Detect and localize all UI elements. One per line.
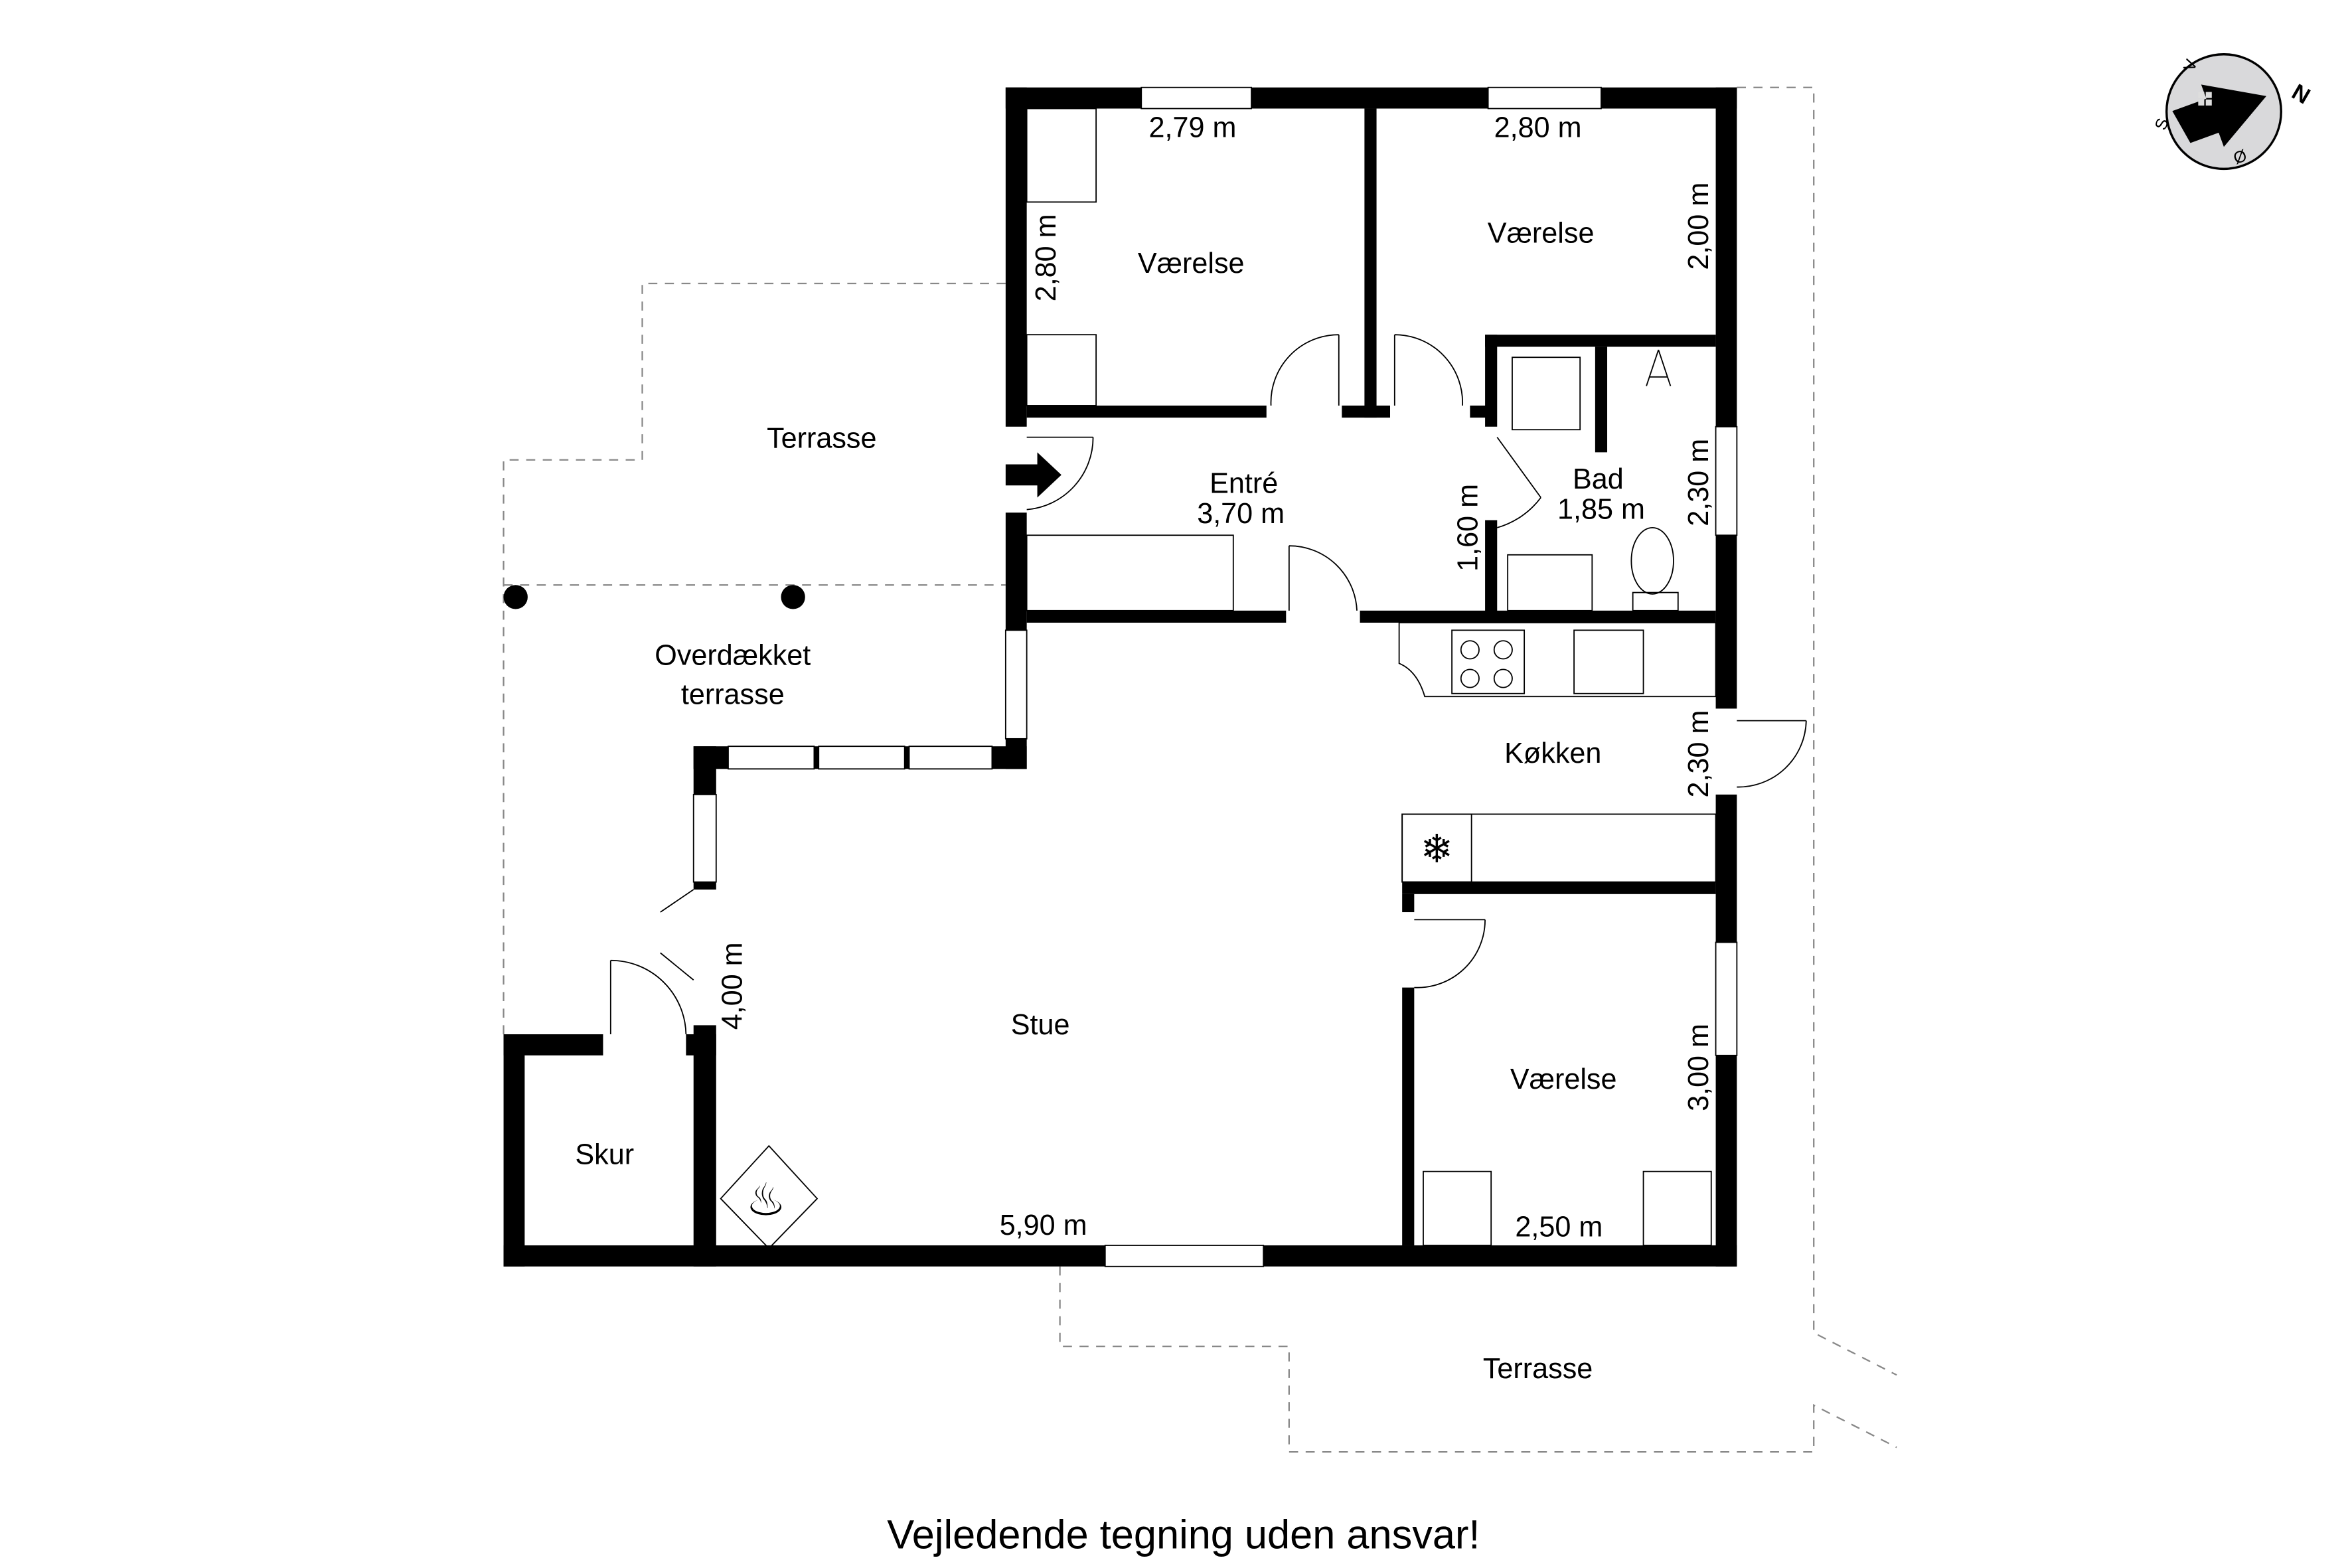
room-label-kitchen: Køkken xyxy=(1504,738,1601,769)
dim-bedroom2-width: 2,80 m xyxy=(1494,112,1582,144)
dim-bath-depth: 2,30 m xyxy=(1683,439,1715,526)
room-label-living: Stue xyxy=(1011,1009,1070,1041)
terrace-outlines xyxy=(503,86,1897,1453)
dim-bath-width: 1,85 m xyxy=(1557,493,1645,525)
shower-icon xyxy=(1507,554,1593,611)
fixtures: ❄ ♨ xyxy=(720,108,1717,1249)
room-label-terrace-top: Terrasse xyxy=(767,423,876,455)
dim-entry-width: 3,70 m xyxy=(1197,498,1285,530)
room-label-terrace-bottom: Terrasse xyxy=(1483,1353,1593,1385)
svg-text:♨: ♨ xyxy=(745,1175,786,1225)
bathtub-icon xyxy=(1512,356,1581,431)
toilet-icon xyxy=(1630,526,1674,595)
room-label-shed: Skur xyxy=(575,1138,634,1170)
post xyxy=(781,585,805,609)
room-label-bedroom2: Værelse xyxy=(1488,218,1595,250)
dim-bedroom3-width: 2,50 m xyxy=(1515,1211,1603,1243)
compass-icon: N S Ø V xyxy=(2152,53,2314,171)
room-label-entry: Entré xyxy=(1210,468,1278,500)
dim-bedroom2-depth: 2,00 m xyxy=(1683,183,1715,270)
dim-living-depth: 4,00 m xyxy=(716,942,748,1030)
room-label-bedroom1: Værelse xyxy=(1138,248,1245,279)
dim-kitchen-depth: 2,30 m xyxy=(1683,710,1715,798)
post xyxy=(503,585,528,609)
hanger-icon xyxy=(1646,349,1672,386)
fireplace-icon: ♨ xyxy=(720,1144,819,1249)
stove-icon xyxy=(1451,629,1526,694)
room-label-covered-terrace: Overdækket xyxy=(655,640,811,672)
entrance-arrow-icon xyxy=(1005,452,1061,498)
snowflake-icon: ❄ xyxy=(1421,827,1453,871)
dim-bedroom1-depth: 2,80 m xyxy=(1030,214,1062,301)
disclaimer: Vejledende tegning uden ansvar! xyxy=(887,1511,1480,1557)
room-labels: Værelse Værelse Terrasse Overdækket terr… xyxy=(575,112,1715,1385)
kitchen-counter xyxy=(1398,622,1717,698)
room-label-covered-terrace-2: terrasse xyxy=(681,679,785,711)
sink-icon xyxy=(1573,629,1644,694)
doors xyxy=(609,334,1807,1035)
room-label-bath: Bad xyxy=(1573,463,1624,495)
windows xyxy=(692,86,1738,1267)
dim-bedroom1-width: 2,79 m xyxy=(1149,112,1237,144)
dim-entry-depth: 1,60 m xyxy=(1452,484,1484,572)
freezer-icon xyxy=(1401,813,1472,883)
dim-bedroom3-depth: 3,00 m xyxy=(1683,1024,1715,1111)
room-label-bedroom3: Værelse xyxy=(1510,1063,1617,1095)
compass-n: N xyxy=(2288,79,2314,109)
dim-living-width: 5,90 m xyxy=(1000,1210,1087,1241)
